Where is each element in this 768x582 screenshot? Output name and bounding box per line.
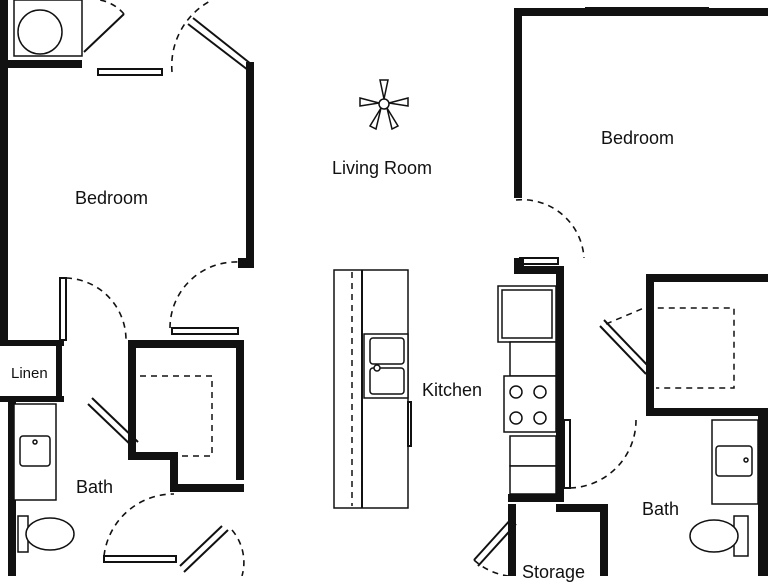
windows: [59, 7, 709, 563]
wall-segment: [170, 484, 244, 492]
wall-segment: [646, 408, 768, 416]
wall-segment: [0, 340, 64, 346]
window: [563, 419, 571, 489]
storage-label: Storage: [522, 562, 586, 582]
kitchen-label: Kitchen: [422, 380, 483, 400]
wall-segment: [8, 402, 16, 576]
bedroom-right-label: Bedroom: [601, 128, 675, 148]
door-leaf: [599, 325, 647, 375]
door-swing: [170, 0, 213, 73]
wall-segment: [508, 494, 564, 502]
wall-segment: [128, 452, 176, 460]
door-swing: [473, 559, 509, 577]
counter: [509, 465, 557, 495]
door-leaf: [87, 403, 135, 449]
fixtures: [13, 0, 759, 557]
linen-label: Linen: [11, 365, 48, 382]
dishwasher: [407, 401, 412, 447]
wall-segment: [514, 8, 522, 198]
wall-segment: [556, 266, 564, 496]
counter: [509, 341, 557, 377]
wall-segment: [56, 340, 62, 402]
door-swing: [65, 277, 127, 341]
refrigerator-icon: [497, 285, 557, 343]
door-swing: [569, 419, 637, 489]
wall-segment: [758, 416, 768, 576]
door-leaf: [187, 23, 249, 71]
wall-segment: [514, 8, 768, 16]
wall-segment: [514, 266, 564, 274]
window: [97, 68, 163, 76]
door-swing: [231, 529, 245, 577]
door-leaf: [473, 517, 513, 561]
door-leaf: [192, 17, 252, 65]
door-swing: [99, 0, 125, 15]
door-swing: [103, 493, 175, 557]
wall-segment: [238, 258, 254, 268]
sink-icon: [711, 419, 759, 505]
wall-segment: [170, 452, 178, 492]
wall-segment: [246, 62, 254, 268]
door-leaf: [603, 319, 651, 369]
toilet-icon: [17, 515, 75, 553]
door-swing: [169, 261, 239, 329]
bedroom-left-label: Bedroom: [75, 188, 149, 208]
sink-icon: [363, 333, 409, 399]
wall-segment: [646, 274, 654, 414]
counter: [509, 435, 557, 467]
bath-left-label: Bath: [76, 477, 114, 497]
window: [585, 7, 709, 15]
wall-segment: [236, 340, 244, 480]
wall-segment: [0, 396, 64, 402]
wall-segment: [128, 340, 244, 348]
window: [519, 257, 559, 265]
toilet-icon: [689, 515, 749, 557]
sink-icon: [13, 403, 57, 501]
washer-drum: [17, 9, 63, 55]
window: [171, 327, 239, 335]
ceiling-fan-icon: [359, 79, 409, 131]
wall-segment: [600, 504, 608, 576]
wall-segment: [128, 340, 136, 460]
window: [59, 277, 67, 341]
door-leaf: [91, 397, 139, 443]
window: [103, 555, 177, 563]
wall-segment: [508, 504, 516, 576]
doors: [65, 0, 735, 577]
door-leaf: [83, 13, 125, 53]
wall-segment: [0, 60, 82, 68]
stove-icon: [503, 375, 557, 433]
wall-segment: [646, 274, 768, 282]
door-leaf: [183, 529, 229, 573]
bath-right-label: Bath: [642, 499, 680, 519]
wall-segment: [0, 0, 8, 340]
door-leaf: [477, 523, 517, 567]
closet-dashed-outline: [605, 307, 735, 389]
wall-segment: [556, 504, 608, 512]
door-leaf: [179, 525, 223, 567]
living-room-label: Living Room: [332, 158, 433, 178]
door-swing: [515, 198, 585, 259]
closet-dashed-outline: [140, 375, 213, 457]
